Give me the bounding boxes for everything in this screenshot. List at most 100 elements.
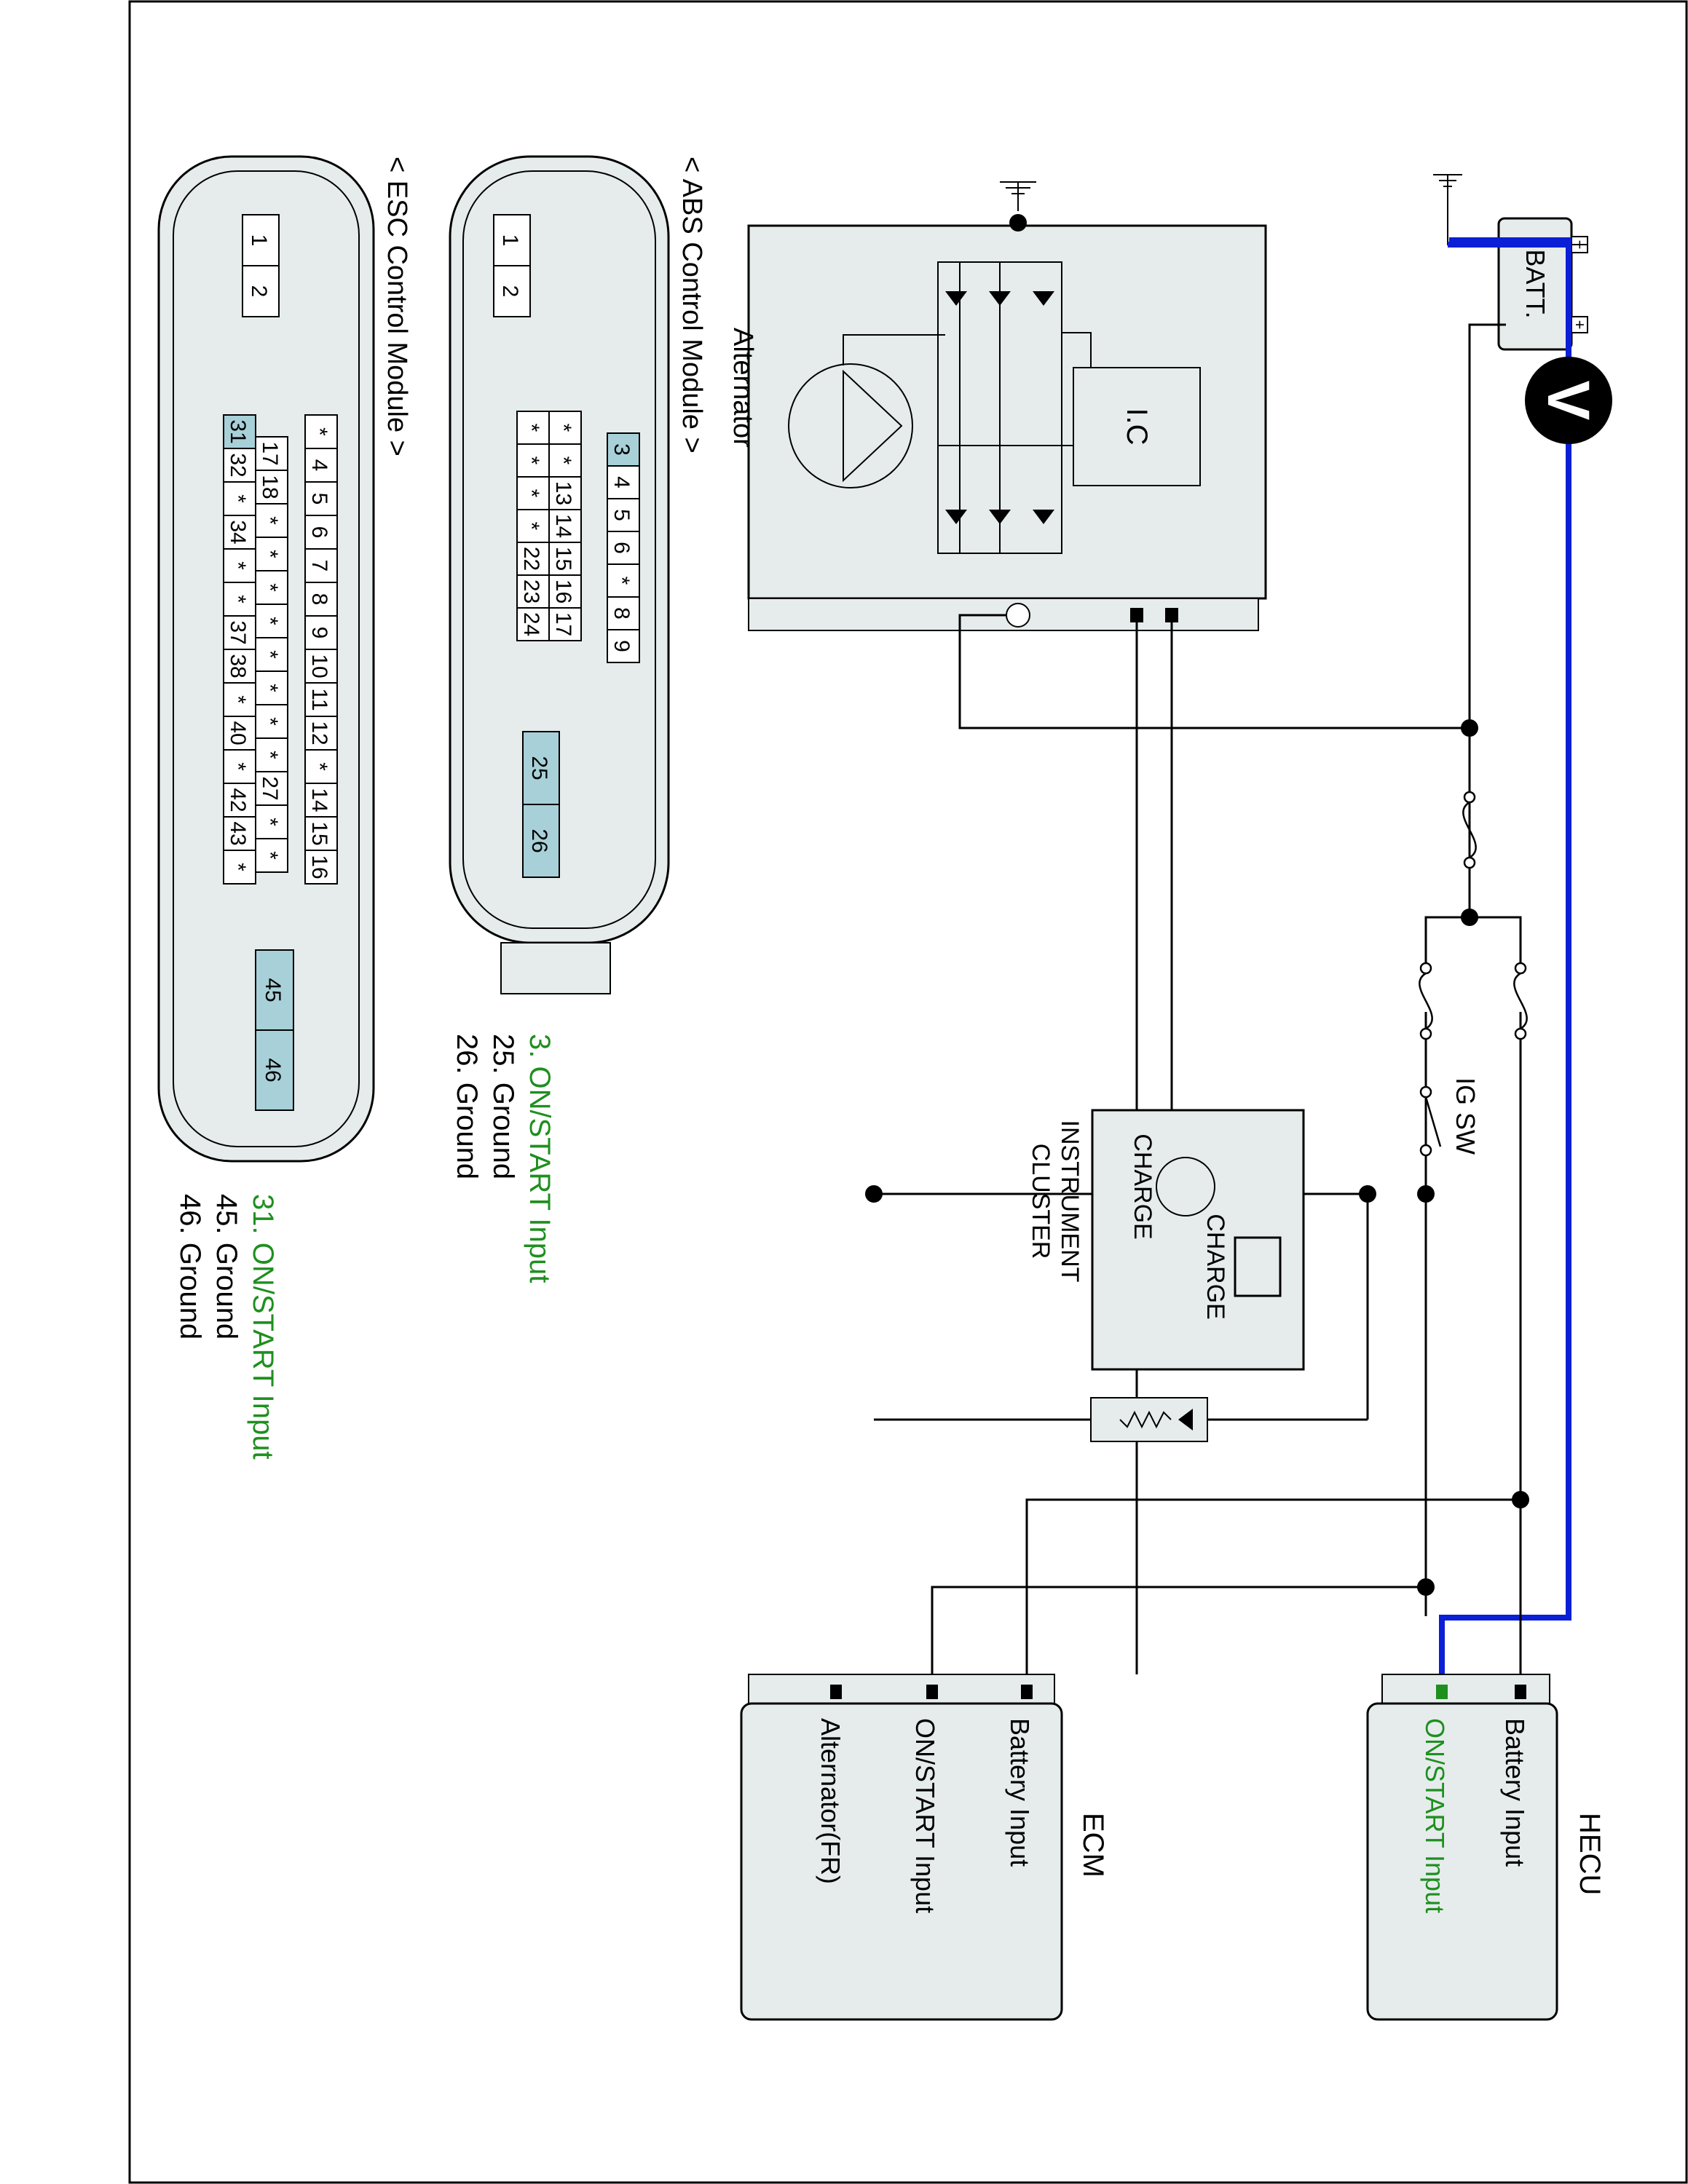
pin-cell — [255, 1029, 294, 1111]
pin-label: 42 — [226, 788, 250, 812]
pin-label: * — [226, 595, 250, 604]
cluster-box — [1091, 1109, 1305, 1371]
pin-label: * — [610, 577, 634, 585]
battery-warning-icon — [1234, 1236, 1282, 1297]
fuse-hecu-icon — [1513, 962, 1528, 1040]
pin-label: * — [258, 851, 282, 860]
battery-plus-sign: + — [1571, 320, 1589, 330]
pin-label: 15 — [551, 547, 575, 571]
pin-label: * — [258, 650, 282, 659]
ic-block — [1073, 367, 1201, 486]
alternator-l-terminal — [1165, 608, 1178, 622]
pin-label: * — [258, 684, 282, 692]
pin-label: 27 — [258, 776, 282, 800]
page-frame — [128, 0, 1688, 2184]
pin-label: 6 — [307, 526, 331, 539]
pin-cell — [493, 265, 531, 317]
alternator-b-terminal — [1006, 603, 1030, 628]
cluster-charge-top-label: CHARGE — [1202, 1214, 1229, 1319]
junction-dots — [865, 719, 1529, 1596]
pin-label: * — [226, 762, 250, 771]
meter-circle — [1525, 357, 1612, 444]
alternator: Alternator — [727, 181, 1267, 631]
hecu-pin-battery — [1515, 1685, 1526, 1699]
pin-label: 11 — [307, 688, 331, 711]
ecm-pin-battery — [1021, 1685, 1033, 1699]
pin-label: 17 — [258, 441, 282, 465]
abs-top-pins: 12 — [493, 214, 531, 317]
pin-label: 7 — [307, 560, 331, 572]
ecm-pin-alternator — [830, 1685, 842, 1699]
battery-label: BATT. — [1521, 249, 1550, 318]
ecm-pin-label-onstart: ON/START Input — [910, 1718, 940, 1913]
pin-label: 18 — [258, 475, 282, 499]
charge-lamp-icon — [1156, 1157, 1215, 1216]
ecm-box — [740, 1702, 1063, 2021]
pin-label: * — [226, 863, 250, 871]
pin-label: * — [258, 516, 282, 525]
pin-label: 5 — [307, 493, 331, 505]
pin-cell — [607, 629, 640, 663]
pin-label: 40 — [226, 721, 250, 745]
pin-label: 17 — [551, 612, 575, 636]
esc-title: < ESC Control Module > — [382, 157, 412, 456]
pin-label: 25 — [527, 756, 551, 780]
hecu-pin-onstart — [1436, 1685, 1448, 1699]
ecm-pin-label-alternator: Alternator(FR) — [816, 1718, 845, 1884]
pin-label: * — [258, 583, 282, 592]
cluster-name-1: INSTRUMENT — [1056, 1120, 1084, 1283]
pin-label: 24 — [519, 612, 543, 636]
pin-label: * — [226, 695, 250, 704]
pin-label: 2 — [247, 285, 271, 298]
stator-circle — [788, 363, 913, 488]
pin-label: 46 — [261, 1058, 285, 1082]
cluster-name-2: CLUSTER — [1027, 1144, 1054, 1259]
pin-label: 22 — [519, 547, 543, 571]
alternator-ground-icon — [1000, 181, 1036, 211]
pin-label: 13 — [551, 481, 575, 505]
pin-label: 5 — [610, 509, 634, 521]
pin-label: 4 — [307, 459, 331, 472]
pin-label: 4 — [610, 476, 634, 488]
pin-label: 9 — [307, 627, 331, 639]
meter-label: V — [1535, 381, 1601, 421]
hecu-pin-label-onstart: ON/START Input — [1420, 1718, 1450, 1913]
pin-label: 16 — [307, 855, 331, 879]
pin-label: * — [258, 550, 282, 558]
abs-ground-pins: 25 26 — [522, 731, 560, 878]
pin-label: 2 — [498, 285, 522, 298]
pin-label: 15 — [307, 821, 331, 845]
pin-label: 1 — [498, 234, 522, 247]
wiring — [874, 323, 1522, 1674]
ecm-title: ECM — [1077, 1813, 1109, 1878]
hecu-title: HECU — [1574, 1813, 1606, 1895]
pin-label: * — [519, 456, 543, 465]
pin-label: 43 — [226, 821, 250, 845]
hecu-pin-label-battery: Battery Input — [1500, 1718, 1530, 1867]
pin-label: 10 — [307, 654, 331, 678]
pin-cell — [242, 265, 280, 317]
cluster-charge-lamp-label: CHARGE — [1129, 1133, 1156, 1239]
pin-label: 23 — [519, 579, 543, 604]
pin-label: * — [258, 717, 282, 726]
pin-label: 8 — [610, 607, 634, 620]
pin-label: 32 — [226, 453, 250, 477]
pin-label: * — [226, 561, 250, 570]
pin-label: 26 — [527, 828, 551, 852]
pin-cell — [304, 850, 338, 885]
battery: BATT. − + — [1497, 217, 1589, 351]
pin-label: 14 — [551, 514, 575, 538]
pin-label: 34 — [226, 520, 250, 544]
pin-label: 14 — [307, 788, 331, 812]
pin-label: 12 — [307, 721, 331, 745]
main-fuse-icon — [1462, 791, 1477, 869]
pin-label: 31 — [226, 419, 250, 443]
esc-connector-inner — [173, 170, 360, 1147]
pin-label: * — [519, 424, 543, 432]
